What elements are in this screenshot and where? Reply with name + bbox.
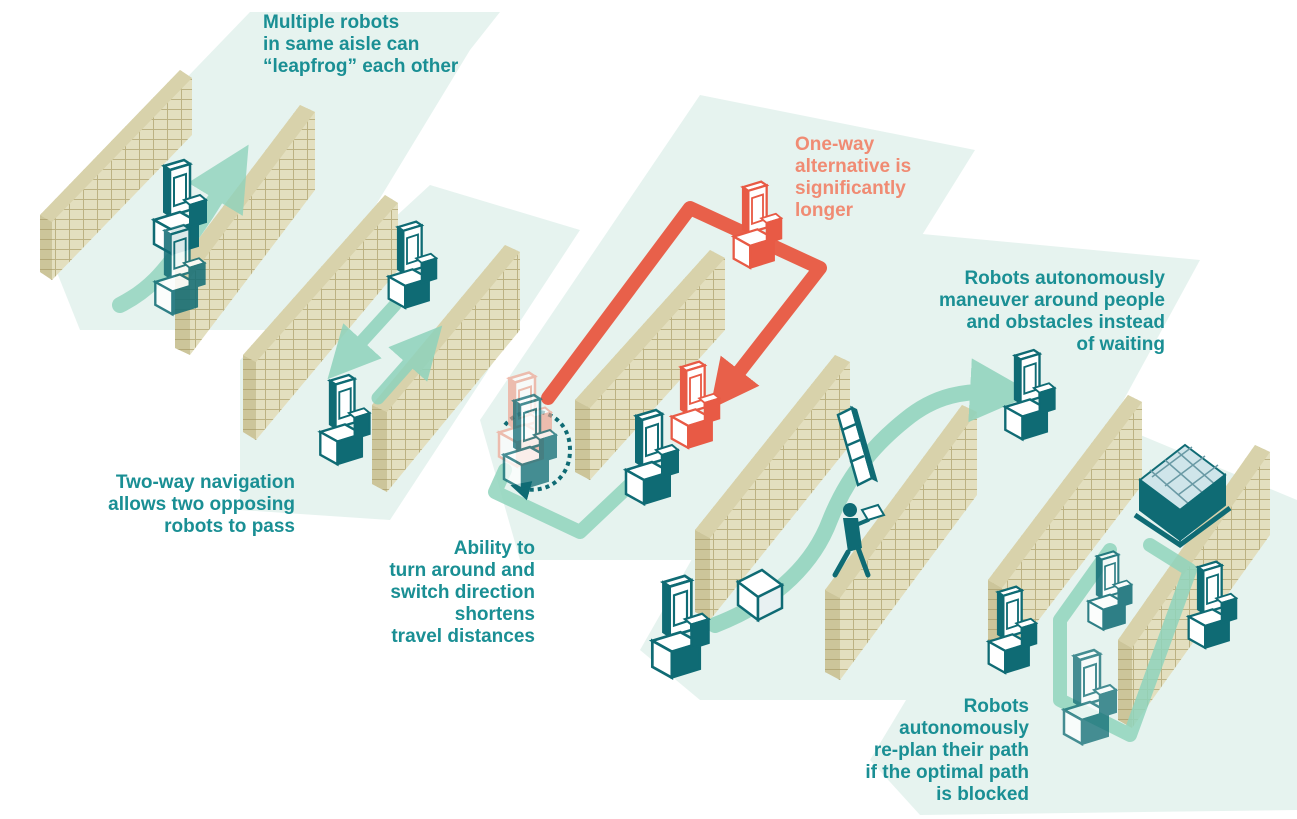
shelf-top <box>243 195 398 362</box>
shelf-side <box>40 215 52 280</box>
pallet-icon <box>1133 443 1232 549</box>
annotation-one-way: One-way alternative is significantly lon… <box>795 134 912 221</box>
shelf-top <box>825 405 977 598</box>
annotation-turn-around: Ability to turn around and switch direct… <box>389 538 535 647</box>
path-turn-around <box>488 463 642 539</box>
shelf-side <box>825 590 840 680</box>
obstacles <box>735 405 1232 623</box>
shelf-side <box>575 400 590 480</box>
shelf-top <box>988 395 1142 588</box>
shelf-top <box>40 70 192 222</box>
shelf <box>175 105 315 355</box>
shelf-side <box>243 355 256 440</box>
shelf-side <box>1118 640 1132 728</box>
box-icon <box>735 568 785 623</box>
shelf <box>825 405 977 680</box>
annotation-leapfrog: Multiple robots in same aisle can “leapf… <box>263 12 459 77</box>
person-carrying-box-icon <box>832 503 886 578</box>
shelves <box>40 70 1270 728</box>
shelf-side <box>695 530 710 620</box>
shelf <box>372 245 520 492</box>
annotation-two-way: Two-way navigation allows two opposing r… <box>108 472 295 537</box>
shelf <box>243 195 398 440</box>
shelf <box>575 250 725 480</box>
shelf-top <box>1118 445 1270 648</box>
path-two-way-down <box>327 298 402 380</box>
annotation-maneuver: Robots autonomously maneuver around peop… <box>939 268 1165 355</box>
shelf-top <box>695 355 850 538</box>
path-two-way-up <box>371 325 443 405</box>
shelf-top <box>575 250 725 408</box>
shelf-side <box>372 405 387 492</box>
shelf <box>988 395 1142 668</box>
shelf <box>40 70 192 280</box>
annotation-replan: Robots autonomously re-plan their path i… <box>865 696 1029 805</box>
step-ladder-icon <box>836 405 878 487</box>
shelf <box>695 355 850 620</box>
